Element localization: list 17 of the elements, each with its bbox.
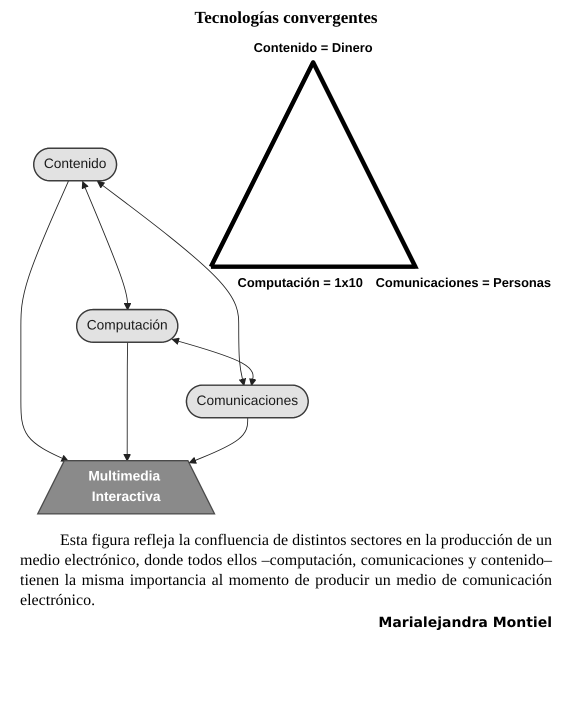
author-signature: Marialejandra Montiel [378,614,552,631]
diagram-title: Tecnologías convergentes [194,8,378,28]
ellipse-node: Comunicaciones [186,384,309,418]
arrow [188,418,248,464]
vertex-label: Comunicaciones = Personas [376,275,552,290]
double-arrow [82,181,132,310]
arrow [123,342,131,462]
double-arrow [172,338,257,386]
arrow [20,180,69,462]
ellipse-node: Contenido [33,148,118,182]
double-arrow [97,181,246,386]
vertex-label: Contenido = Dinero [254,40,373,56]
body-paragraph: Esta figura refleja la confluencia de distintos sectores en la producción de un medio electrónico, donde todos ellos –computación, comunicaciones y contenido– tienen la misma importancia al momento de producir un medio de comunicación electrónico. [20,530,552,611]
triangle-outline [208,60,418,269]
ellipse-node: Computación [76,308,178,343]
trapezoid-node: Multimedia Interactiva [36,460,216,515]
vertex-label: Computación = 1x10 [238,275,363,290]
